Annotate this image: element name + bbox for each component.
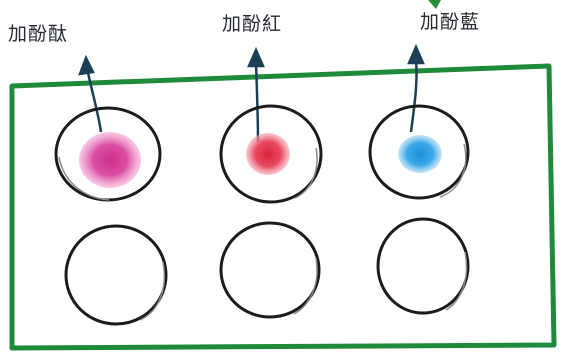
well-row2-col2 <box>219 221 321 319</box>
pink-drop <box>79 132 141 188</box>
label-left: 加酚酞 <box>8 23 68 45</box>
label-right: 加酚藍 <box>420 11 480 33</box>
arrow-right <box>407 43 425 133</box>
label-middle: 加酚紅 <box>222 13 282 35</box>
well-row2-col1 <box>64 224 168 326</box>
arrow-left <box>78 54 103 133</box>
arrow-middle <box>247 46 265 143</box>
spot-plate-tray <box>9 63 557 351</box>
well-row1-col1 <box>54 106 162 202</box>
red-drop <box>246 133 290 175</box>
well-row1-col3 <box>368 104 470 200</box>
green-marker-icon <box>428 0 441 9</box>
well-row1-col2 <box>219 104 323 204</box>
blue-drop <box>398 135 442 173</box>
well-row2-col3 <box>376 217 470 315</box>
